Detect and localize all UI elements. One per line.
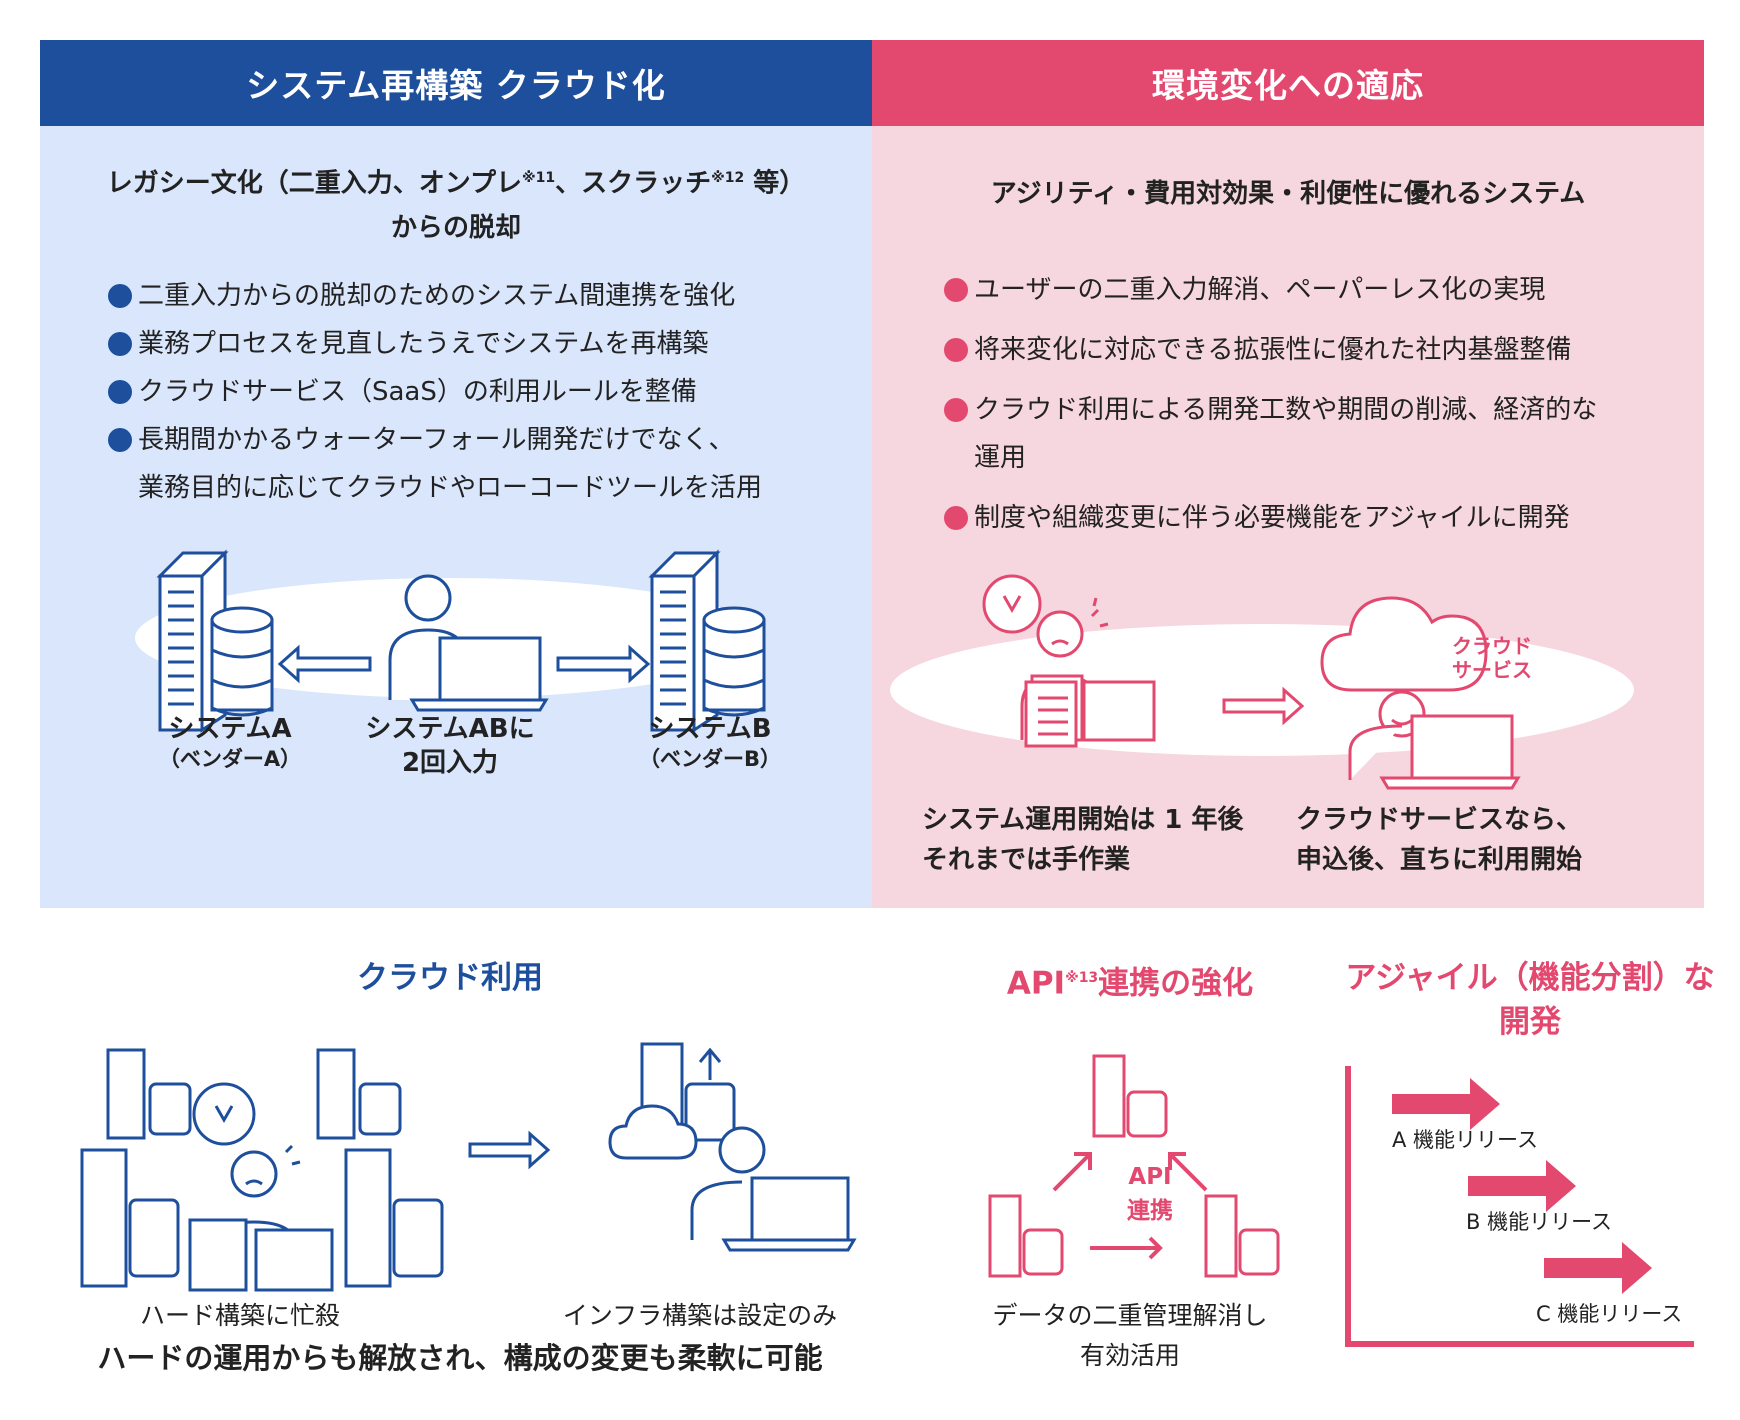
server-icon <box>80 1148 128 1288</box>
database-icon <box>1238 1228 1280 1276</box>
cloud-icon <box>1320 596 1488 692</box>
database-icon <box>1022 1228 1064 1276</box>
list-item: クラウドサービス（SaaS）の利用ルールを整備 <box>108 368 762 416</box>
database-icon <box>392 1198 444 1278</box>
database-icon <box>148 1082 192 1136</box>
person-laptop-icon <box>388 574 549 712</box>
api-illustration <box>988 1054 1280 1278</box>
arrow-left-icon <box>277 644 372 684</box>
server-icon <box>106 1048 146 1140</box>
server-icon <box>316 1048 356 1140</box>
arrow-right-icon <box>556 644 651 684</box>
api-caption: データの二重管理解消し有効活用 <box>992 1301 1268 1370</box>
agile-chart <box>1345 1066 1694 1347</box>
release-c-arrow <box>1544 1242 1652 1294</box>
database-icon <box>358 1082 402 1136</box>
list-item: 長期間かかるウォーターフォール開発だけでなく、業務目的に応じてクラウドやローコー… <box>108 416 762 512</box>
cloud-immediate-caption: クラウドサービスなら、申込後、直ちに利用開始 <box>1296 805 1583 875</box>
worried-person-icon <box>230 1150 278 1198</box>
cloud-benefit-text: ハードの運用からも解放され、構成の変更も柔軟に可能 <box>97 1341 823 1375</box>
cloud-use-title: クラウド利用 <box>357 960 543 996</box>
list-item: 業務プロセスを見直したうえでシステムを再構築 <box>108 320 762 368</box>
list-item: 将来変化に対応できる拡張性に優れた社内基盤整備 <box>944 326 1597 374</box>
hardware-busy-caption: ハード構築に忙殺 <box>139 1301 340 1330</box>
clock-icon <box>192 1082 256 1146</box>
right-subtitle: アジリティ・費用対効果・利便性に優れるシステム <box>990 179 1586 209</box>
manual-work-caption: システム運用開始は 1 年後それまでは手作業 <box>922 805 1244 875</box>
worried-person-icon <box>1020 597 1156 748</box>
release-a-label: A 機能リリース <box>1392 1128 1538 1152</box>
database-icon <box>702 606 766 717</box>
database-icon <box>128 1198 180 1278</box>
release-b-label: B 機能リリース <box>1466 1210 1613 1234</box>
arrow-right-icon <box>1090 1236 1163 1260</box>
list-item: 二重入力からの脱却のためのシステム間連携を強化 <box>108 272 762 320</box>
list-item: クラウド利用による開発工数や期間の削減、経済的な運用 <box>944 386 1597 482</box>
upload-arrow-icon <box>698 1047 722 1080</box>
clock-icon <box>982 574 1042 634</box>
api-section-title: API※13連携の強化 <box>1006 965 1254 1002</box>
cloud-icon <box>608 1104 698 1160</box>
database-icon <box>210 606 274 717</box>
left-bullet-list: 二重入力からの脱却のためのシステム間連携を強化 業務プロセスを見直したうえでシス… <box>108 272 762 512</box>
right-bullet-list: ユーザーの二重入力解消、ペーパーレス化の実現 将来変化に対応できる拡張性に優れた… <box>944 266 1597 542</box>
list-item: ユーザーの二重入力解消、ペーパーレス化の実現 <box>944 266 1597 314</box>
list-item: 制度や組織変更に伴う必要機能をアジャイルに開発 <box>944 494 1597 542</box>
right-panel-header: 環境変化への適応 <box>872 40 1704 126</box>
arrow-up-left-icon <box>1168 1152 1208 1192</box>
server-icon <box>344 1148 392 1288</box>
right-panel: 環境変化への適応 アジリティ・費用対効果・利便性に優れるシステム ユーザーの二重… <box>872 40 1704 908</box>
double-entry-caption: システムABに 2回入力 <box>365 714 535 778</box>
happy-person-laptop-icon <box>1348 690 1521 790</box>
server-icon <box>988 1194 1022 1278</box>
person-icon <box>718 1126 766 1174</box>
agile-section-title: アジャイル（機能分割）な開発 <box>1345 960 1715 1040</box>
system-b-label: システムB （ベンダーB） <box>638 714 781 771</box>
left-subtitle: レガシー文化（二重入力、オンプレ※11、スクラッチ※12 等） からの脱却 <box>106 168 806 243</box>
left-illustration <box>135 549 766 733</box>
cloud-service-label: クラウドサービス <box>1452 634 1532 682</box>
database-icon <box>684 1082 736 1142</box>
arrow-right-icon <box>1222 686 1305 726</box>
release-b-arrow <box>1468 1160 1576 1212</box>
arrow-right-icon <box>468 1130 551 1170</box>
system-a-label: システムA （ベンダーA） <box>158 714 302 771</box>
infra-settings-caption: インフラ構築は設定のみ <box>562 1301 838 1330</box>
right-illustration <box>890 574 1634 790</box>
left-panel: システム再構築 クラウド化 レガシー文化（二重入力、オンプレ※11、スクラッチ※… <box>40 40 872 908</box>
left-panel-header: システム再構築 クラウド化 <box>40 40 872 126</box>
arrow-up-right-icon <box>1052 1152 1092 1192</box>
cloud-use-illustration <box>80 1042 857 1292</box>
database-icon <box>1126 1090 1168 1138</box>
server-icon <box>1204 1194 1238 1278</box>
server-icon <box>1092 1054 1126 1138</box>
release-c-label: C 機能リリース <box>1536 1302 1683 1326</box>
release-a-arrow <box>1392 1078 1500 1130</box>
